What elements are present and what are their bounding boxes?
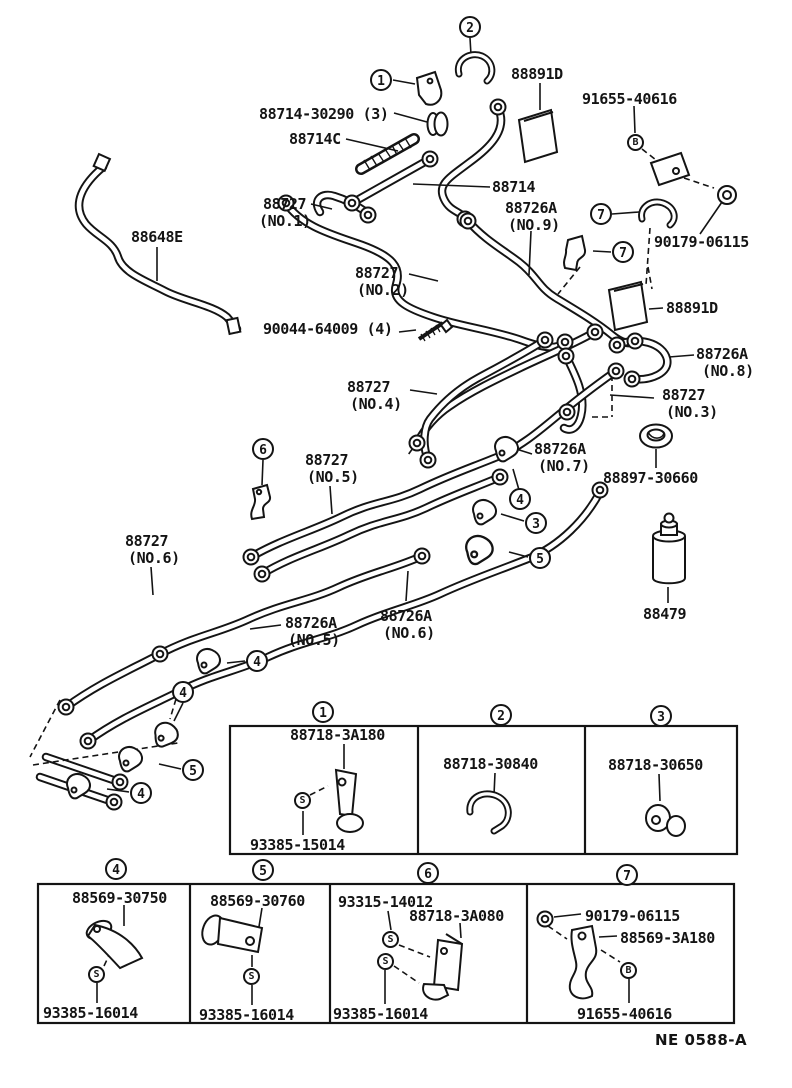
part-number-label: 88648E (131, 228, 183, 246)
part-number-label: 88891D (511, 65, 563, 83)
callout-2: 2 (459, 16, 481, 38)
part-number-label: 88726A (380, 607, 432, 625)
part-number-label: 88726A (696, 345, 748, 363)
part-number-label: (NO.5) (307, 468, 359, 486)
part-number-label: 91655-40616 (577, 1005, 672, 1023)
part-number-label: 88718-3A180 (290, 726, 385, 744)
part-number-label: 90179-06115 (585, 907, 680, 925)
part-number-label: (NO.3) (666, 403, 718, 421)
fastener-mark-s: S (377, 953, 394, 970)
part-number-label: 93385-15014 (250, 836, 345, 854)
part-number-label: (NO.2) (357, 281, 409, 299)
parts-table-2 (36, 882, 736, 1025)
part-number-label: 88569-30760 (210, 892, 305, 910)
part-number-label: 88727 (355, 264, 399, 282)
fastener-mark-s: S (294, 792, 311, 809)
part-number-label: (NO.4) (350, 395, 402, 413)
part-number-label: (NO.6) (128, 549, 180, 567)
callout-6: 6 (252, 438, 274, 460)
callout-4: 4 (105, 858, 127, 880)
part-number-label: 88726A (285, 614, 337, 632)
part-number-label: 88727 (347, 378, 391, 396)
callout-7: 7 (612, 241, 634, 263)
part-number-label: 90179-06115 (654, 233, 749, 251)
callout-2: 2 (490, 704, 512, 726)
leader-lines (96, 37, 723, 1005)
callout-3: 3 (650, 705, 672, 727)
callout-5: 5 (252, 859, 274, 881)
part-number-label: 93385-16014 (333, 1005, 428, 1023)
fastener-mark-b: B (620, 962, 637, 979)
callout-1: 1 (370, 69, 392, 91)
part-number-label: 88569-30750 (72, 889, 167, 907)
part-number-label: 88718-3A080 (409, 907, 504, 925)
part-number-label: (NO.7) (538, 457, 590, 475)
part-number-label: 90044-64009 (4) (263, 320, 393, 338)
part-number-label: 88726A (505, 199, 557, 217)
part-number-label: 88897-30660 (603, 469, 698, 487)
callout-1: 1 (312, 701, 334, 723)
fastener-mark-s: S (88, 966, 105, 983)
part-number-label: 88727 (125, 532, 169, 550)
part-number-label: 88479 (643, 605, 687, 623)
parts-tables-group (36, 724, 739, 1025)
part-number-label: 88727 (662, 386, 706, 404)
callout-5: 5 (529, 547, 551, 569)
part-number-label: 88727 (305, 451, 349, 469)
part-number-label: (NO.6) (383, 624, 435, 642)
fastener-mark-b: B (627, 134, 644, 151)
part-number-label: 88718-30840 (443, 755, 538, 773)
part-number-label: 88714-30290 (3) (259, 105, 389, 123)
callout-4: 4 (246, 650, 268, 672)
parts-group (66, 55, 737, 800)
part-number-label: (NO.8) (702, 362, 754, 380)
part-number-label: (NO.1) (259, 212, 311, 230)
callout-4: 4 (130, 782, 152, 804)
part-number-label: 91655-40616 (582, 90, 677, 108)
part-number-label: 88726A (534, 440, 586, 458)
callout-5: 5 (182, 759, 204, 781)
fastener-mark-s: S (382, 931, 399, 948)
parts-table-1 (228, 724, 739, 856)
callout-3: 3 (525, 512, 547, 534)
part-number-label: 88891D (666, 299, 718, 317)
callout-6: 6 (417, 862, 439, 884)
part-number-label: (NO.5) (288, 631, 340, 649)
document-code: NE 0588-A (655, 1031, 748, 1049)
part-number-label: 88718-30650 (608, 756, 703, 774)
fastener-mark-s: S (243, 968, 260, 985)
part-number-label: 93385-16014 (43, 1004, 138, 1022)
part-number-label: 88714C (289, 130, 341, 148)
part-number-label: 93385-16014 (199, 1006, 294, 1024)
callout-7: 7 (616, 864, 638, 886)
callout-4: 4 (172, 681, 194, 703)
callout-7: 7 (590, 203, 612, 225)
part-number-label: (NO.9) (508, 216, 560, 234)
part-number-label: 93315-14012 (338, 893, 433, 911)
callout-4: 4 (509, 488, 531, 510)
part-number-label: 88569-3A180 (620, 929, 715, 947)
part-number-label: 88727 (263, 195, 307, 213)
part-number-label: 88714 (492, 178, 536, 196)
dashed-lines (29, 148, 715, 984)
